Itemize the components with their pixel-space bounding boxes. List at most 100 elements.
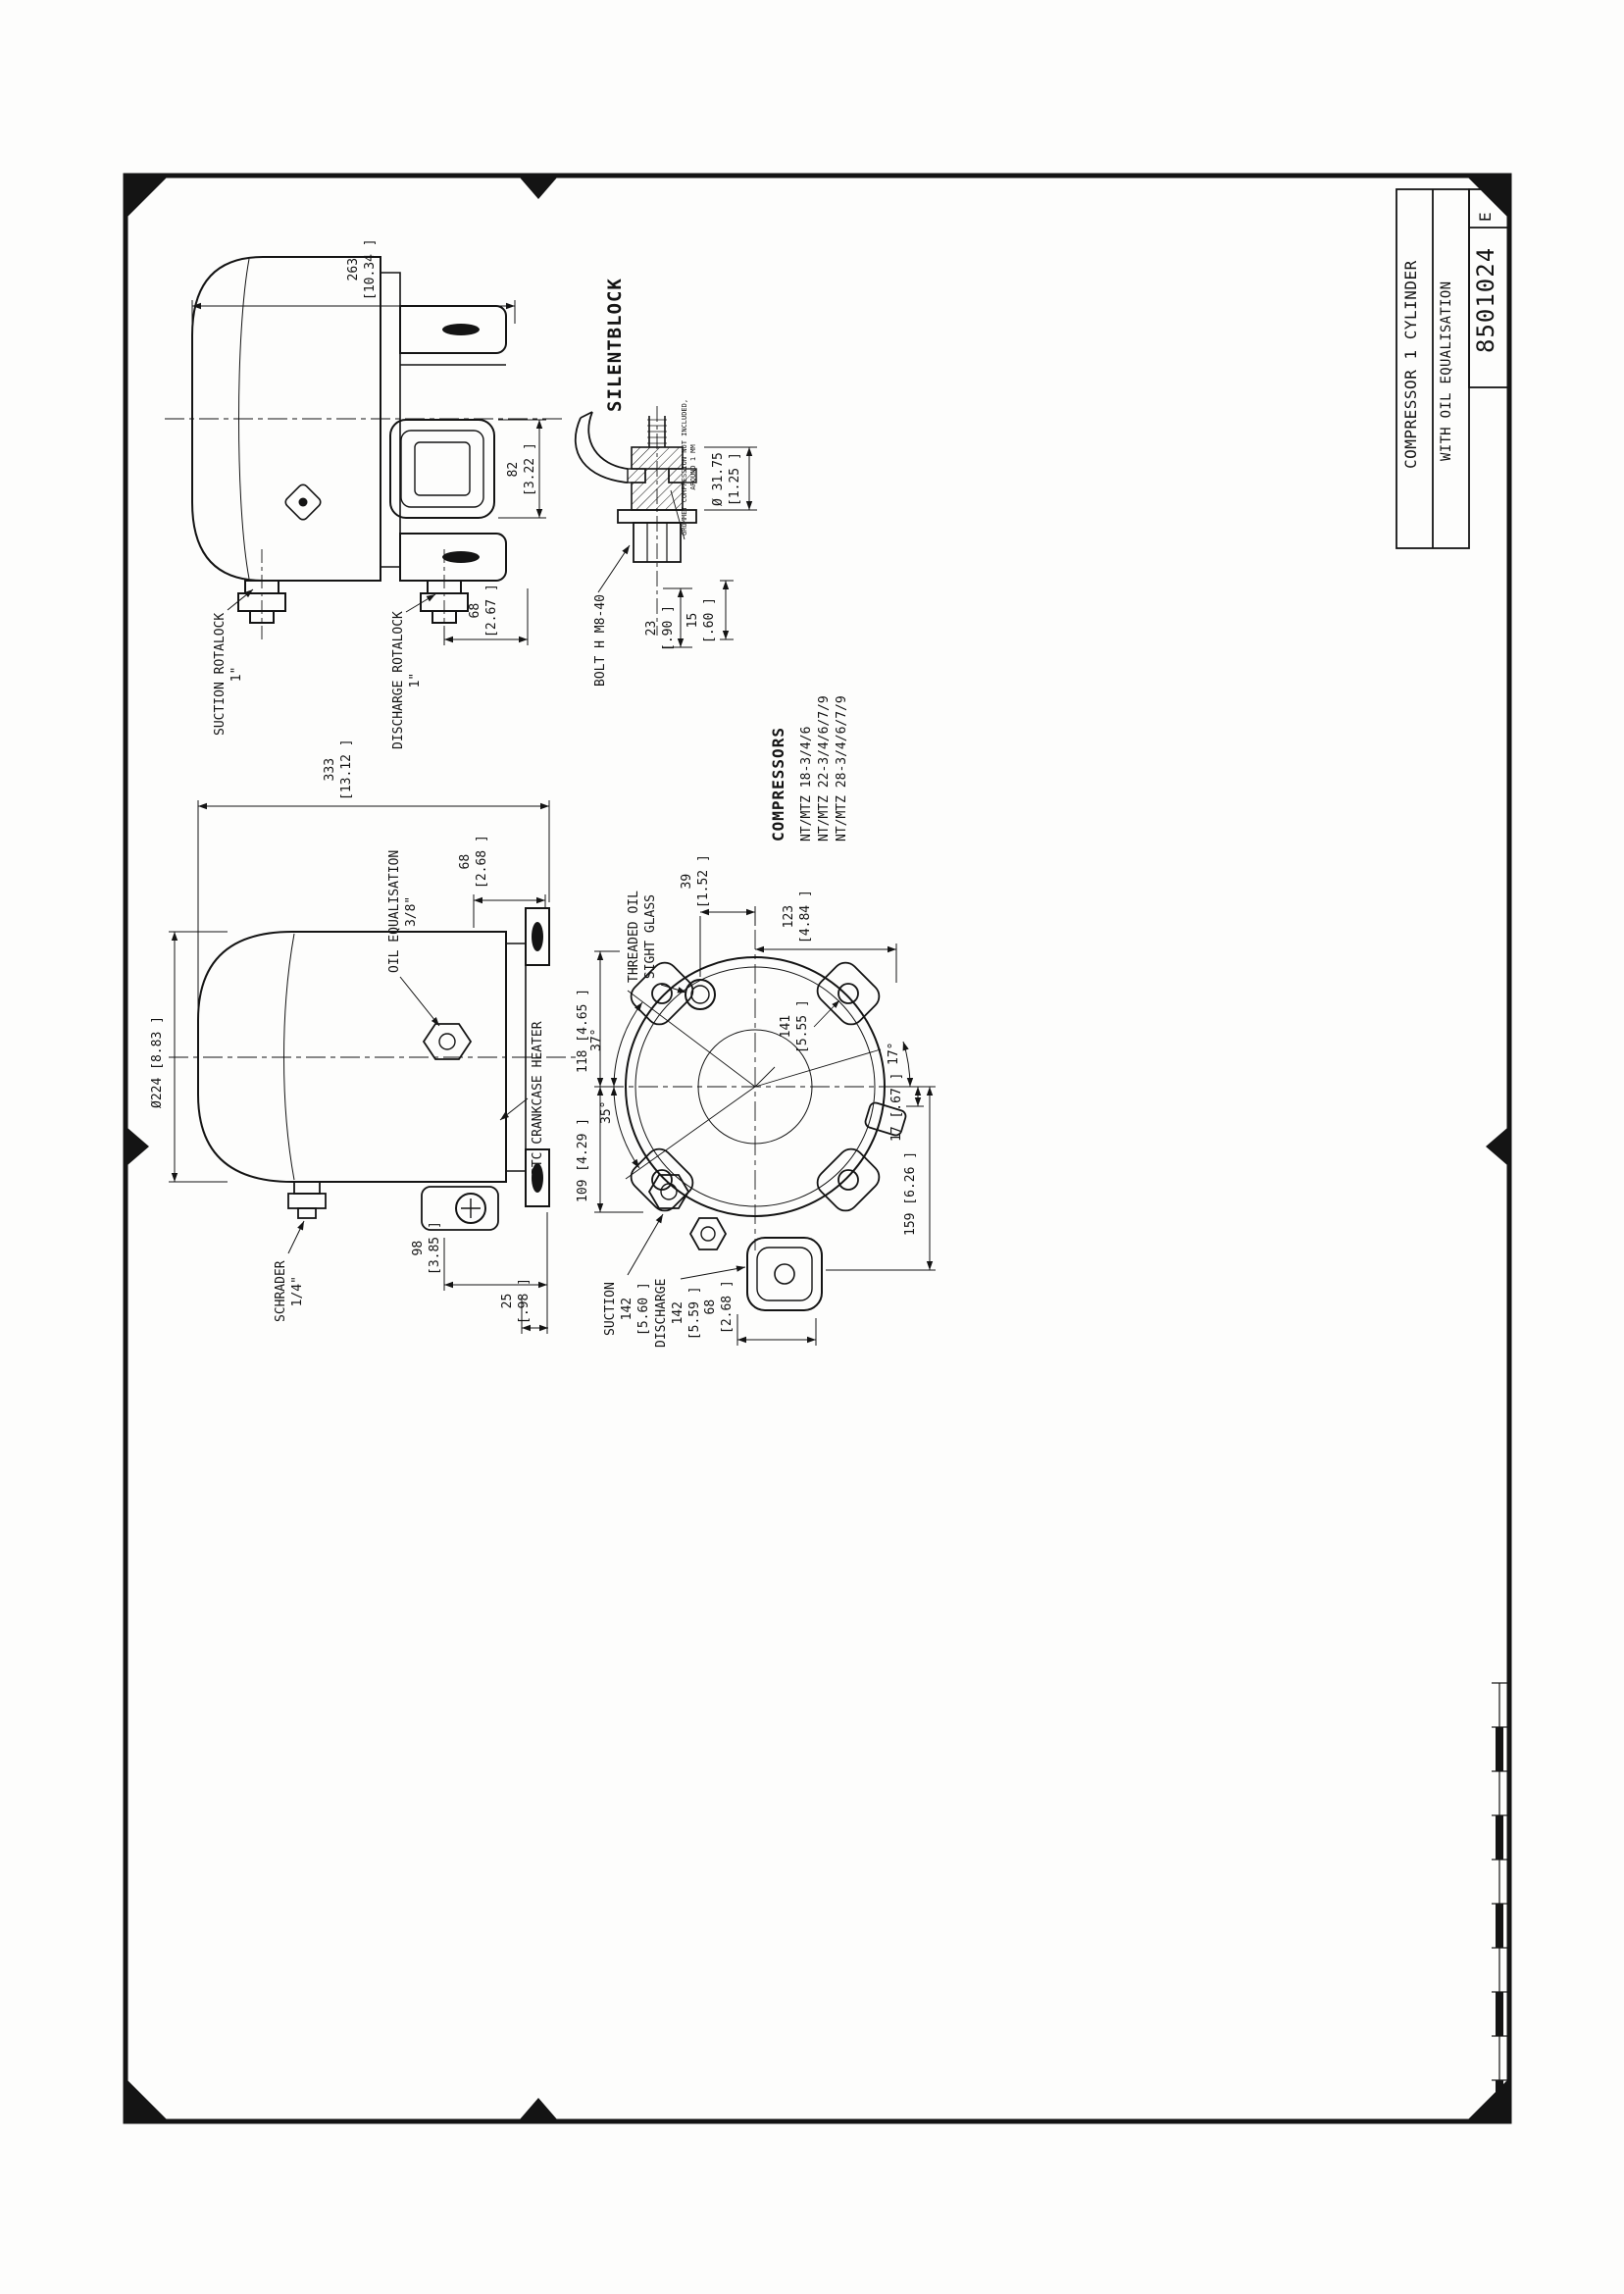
mounting-foot bbox=[399, 533, 507, 582]
dim-mm: 68 bbox=[703, 1299, 718, 1315]
dim-mm: 82 bbox=[506, 461, 521, 478]
title-block-line1: COMPRESSOR 1 CYLINDER bbox=[1401, 260, 1420, 469]
terminal-box bbox=[389, 419, 495, 519]
sight-glass-label: THREADED OIL SIGHT GLASS bbox=[626, 891, 659, 983]
dim-mm: 15 bbox=[685, 612, 700, 629]
callout-size: 1" bbox=[408, 672, 423, 688]
angle-value: 37° bbox=[589, 1028, 604, 1051]
corner-mark-bottom-left bbox=[127, 2080, 167, 2119]
silentblock-dimensions bbox=[597, 446, 757, 648]
dim-mm: 263 bbox=[346, 257, 361, 281]
dim-in: [13.12 ] bbox=[339, 739, 354, 800]
title-block-box bbox=[1396, 188, 1510, 549]
suction-port bbox=[647, 1174, 690, 1209]
dim-in: [2.68 ] bbox=[720, 1280, 735, 1334]
mounting-lug bbox=[816, 1147, 881, 1212]
dim-17-label: 17 [.67 ] bbox=[888, 1073, 905, 1142]
angle-value: 35° bbox=[599, 1100, 614, 1124]
dim-in: [.90 ] bbox=[661, 605, 676, 651]
model-name: NT/MTZ 22-3/4/6/7/9 bbox=[817, 695, 832, 841]
dim-in: [10.34 ] bbox=[363, 238, 378, 300]
callout-text: PTC CRANKCASE HEATER bbox=[531, 1021, 545, 1175]
note-line: AROUND 1 MM bbox=[689, 444, 697, 490]
angle-35-label: 35° bbox=[598, 1101, 615, 1124]
compressor-shell bbox=[191, 256, 381, 582]
dim-141-label: 141 [5.55 ] bbox=[778, 999, 811, 1053]
top-view-dimensions bbox=[594, 906, 936, 1346]
oil-equalisation-fitting bbox=[422, 1023, 473, 1060]
oil-equalisation-label: OIL EQUALISATION 3/8" bbox=[386, 850, 420, 973]
corner-mark-top-right bbox=[1468, 178, 1507, 217]
suction-port-nut bbox=[688, 1217, 728, 1250]
dim-mm: 333 bbox=[323, 757, 337, 782]
dim-mm: 68 bbox=[468, 602, 482, 619]
dim-in: [4.84 ] bbox=[798, 890, 813, 943]
callout-text: OIL EQUALISATION bbox=[387, 849, 402, 973]
dim-in: [3.22 ] bbox=[523, 442, 537, 496]
compressor-model: NT/MTZ 18-3/4/6 bbox=[798, 727, 815, 841]
bolt-head bbox=[633, 522, 682, 563]
dim-in: [5.60 ] bbox=[636, 1282, 651, 1336]
view-title: SILENTBLOCK bbox=[604, 278, 626, 412]
sheet-subtitle: WITH OIL EQUALISATION bbox=[1439, 280, 1454, 461]
compressor-shell bbox=[197, 931, 507, 1183]
callout-size: 1" bbox=[229, 666, 244, 683]
callout-text: THREADED OIL bbox=[627, 891, 641, 983]
dim-in: [3.85 ] bbox=[428, 1221, 442, 1275]
discharge-rotalock-label: DISCHARGE ROTALOCK 1" bbox=[390, 611, 424, 749]
front-view bbox=[169, 907, 577, 1231]
dim-in: [2.67 ] bbox=[484, 584, 499, 637]
dim-combined: Ø224 [8.83 ] bbox=[150, 1016, 165, 1108]
corner-mark-top-left bbox=[127, 178, 167, 217]
dim-159-label: 159 [6.26 ] bbox=[902, 1151, 919, 1236]
drawing-number: 8501024 bbox=[1472, 247, 1499, 353]
dim-in: [5.59 ] bbox=[687, 1286, 702, 1341]
callout-size: 1/4" bbox=[290, 1276, 305, 1307]
dim-25-label: 25 [.98 ] bbox=[499, 1278, 533, 1324]
dim-combined: 109 [4.29 ] bbox=[576, 1117, 590, 1202]
dim-in: [1.25 ] bbox=[728, 452, 742, 506]
sight-glass-assembly bbox=[421, 1186, 499, 1231]
angle-value: 17° bbox=[887, 1042, 901, 1065]
top-view bbox=[604, 930, 912, 1311]
callout-text: SUCTION bbox=[603, 1282, 618, 1336]
schrader-label: SCHRADER 1/4" bbox=[273, 1260, 306, 1322]
mounting-lug bbox=[630, 1147, 694, 1212]
dim-in: [.60 ] bbox=[702, 597, 717, 643]
schrader-fitting bbox=[293, 1181, 321, 1195]
callout-text: SIGHT GLASS bbox=[643, 894, 658, 980]
dim-mm: 98 bbox=[411, 1240, 426, 1256]
suction-top-label: SUCTION 142 [5.60 ] bbox=[602, 1282, 652, 1336]
callout-text: SCHRADER bbox=[274, 1260, 288, 1322]
revision-letter: E bbox=[1476, 212, 1495, 222]
dim-263-label: 263 [10.34 ] bbox=[345, 238, 379, 300]
fold-mark-top bbox=[520, 178, 557, 199]
dim-mm: 23 bbox=[644, 620, 659, 637]
compressor-model: NT/MTZ 22-3/4/6/7/9 bbox=[816, 695, 833, 841]
dim-333-label: 333 [13.12 ] bbox=[322, 739, 355, 800]
angle-17-label: 17° bbox=[886, 1043, 902, 1065]
dim-23-label: 23 [.90 ] bbox=[643, 605, 677, 651]
scale-ruler bbox=[1492, 1682, 1507, 2121]
mounting-lug bbox=[630, 961, 694, 1026]
dim-123-label: 123 [4.84 ] bbox=[781, 890, 814, 943]
dim-82-label: 82 [3.22 ] bbox=[505, 442, 538, 496]
dim-mm: 142 bbox=[620, 1297, 634, 1321]
suction-rotalock-label: SUCTION ROTALOCK 1" bbox=[212, 613, 245, 736]
dim-68-front-label: 68 [2.68 ] bbox=[457, 835, 490, 889]
silentblock-view bbox=[575, 406, 697, 636]
silentblock-title: SILENTBLOCK bbox=[604, 278, 626, 412]
oil-plug bbox=[284, 484, 322, 521]
compressor-model: NT/MTZ 28-3/4/6/7/9 bbox=[834, 695, 850, 841]
side-view bbox=[165, 256, 564, 643]
ptc-heater-label: PTC CRANKCASE HEATER bbox=[530, 1021, 546, 1175]
dim-in: [1.52 ] bbox=[696, 854, 711, 908]
dim-15-label: 15 [.60 ] bbox=[685, 597, 718, 643]
dim-mm: 142 bbox=[671, 1301, 685, 1325]
bolt-label: BOLT H M8-40 bbox=[592, 594, 609, 687]
list-heading: COMPRESSORS bbox=[769, 727, 787, 841]
dim-dia224-label: Ø224 [8.83 ] bbox=[149, 1016, 166, 1108]
grommet-note: GROMMET COMPRESSION NOT INCLUDED, AROUND… bbox=[681, 399, 698, 535]
